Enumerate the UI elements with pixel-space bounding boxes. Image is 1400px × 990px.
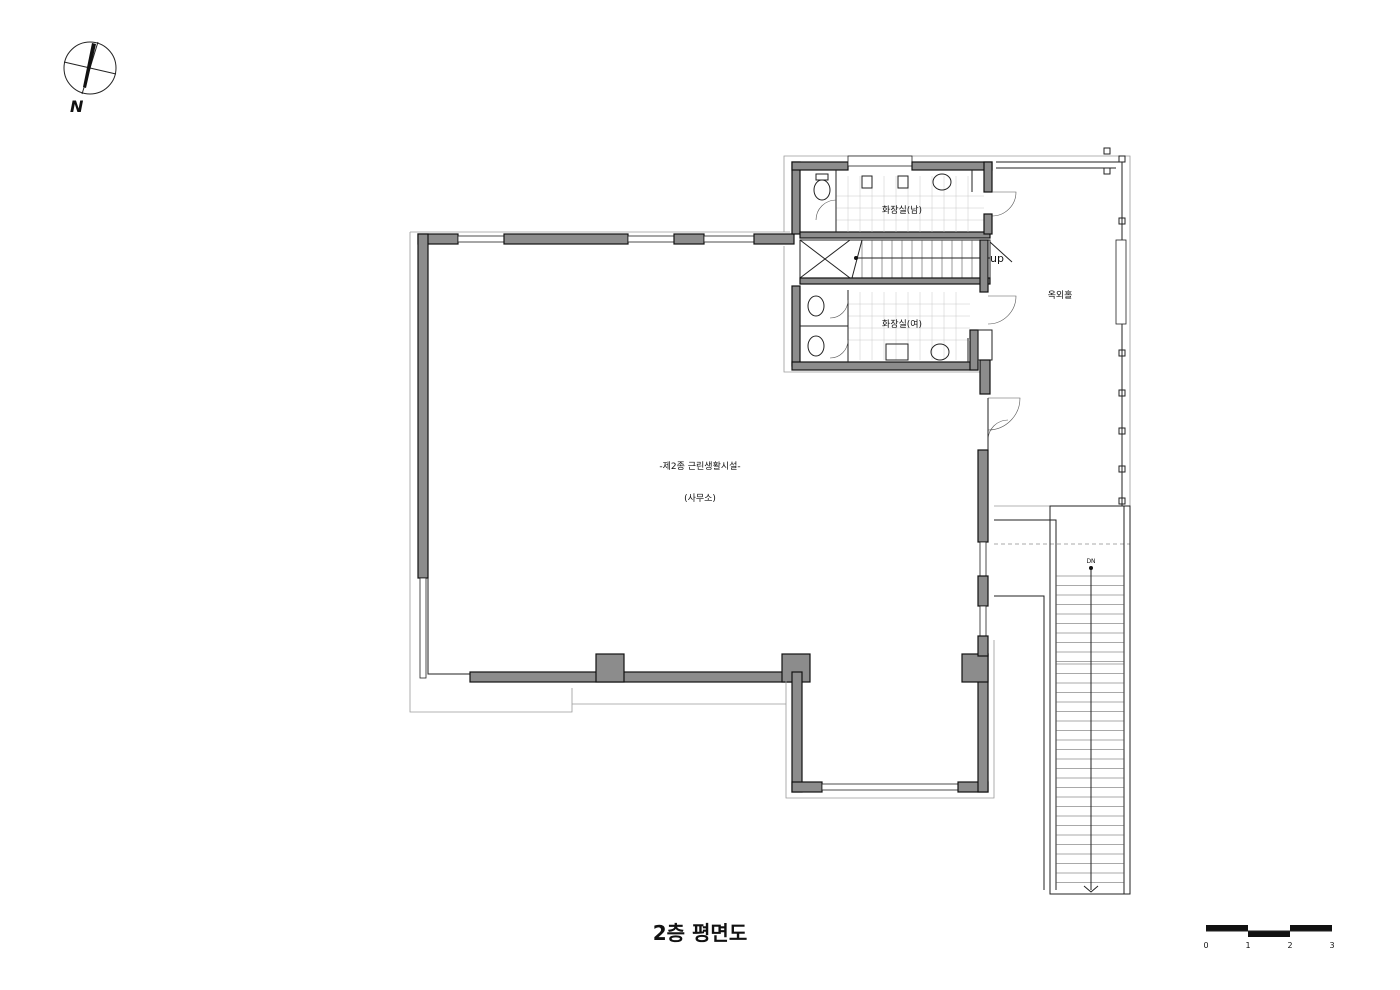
exterior-stair: DN bbox=[994, 505, 1131, 895]
main-room-subuse-label: (사무소) bbox=[684, 493, 716, 504]
scale-tick-1: 1 bbox=[1245, 941, 1250, 950]
women-restroom-label: 화장실(여) bbox=[882, 318, 922, 330]
outdoor-hall-label: 옥외홀 bbox=[1048, 289, 1073, 301]
scale-tick-0: 0 bbox=[1203, 941, 1208, 950]
scale-bar: 0 1 2 3 bbox=[1203, 925, 1335, 950]
main-office-block bbox=[409, 231, 1021, 799]
drawing-title: 2층 평면도 bbox=[653, 921, 747, 945]
men-restroom-label: 화장실(남) bbox=[882, 205, 922, 216]
scale-tick-3: 3 bbox=[1329, 941, 1334, 950]
scale-tick-2: 2 bbox=[1287, 941, 1292, 950]
stair-down-label: DN bbox=[1086, 558, 1095, 565]
north-arrow: N bbox=[63, 41, 117, 116]
service-core: up bbox=[783, 155, 1017, 395]
main-room-use-label: -제2종 근린생활시설- bbox=[659, 460, 740, 472]
north-label: N bbox=[70, 97, 84, 116]
outdoor-hall bbox=[994, 147, 1131, 507]
stair-up-label: up bbox=[990, 252, 1004, 265]
